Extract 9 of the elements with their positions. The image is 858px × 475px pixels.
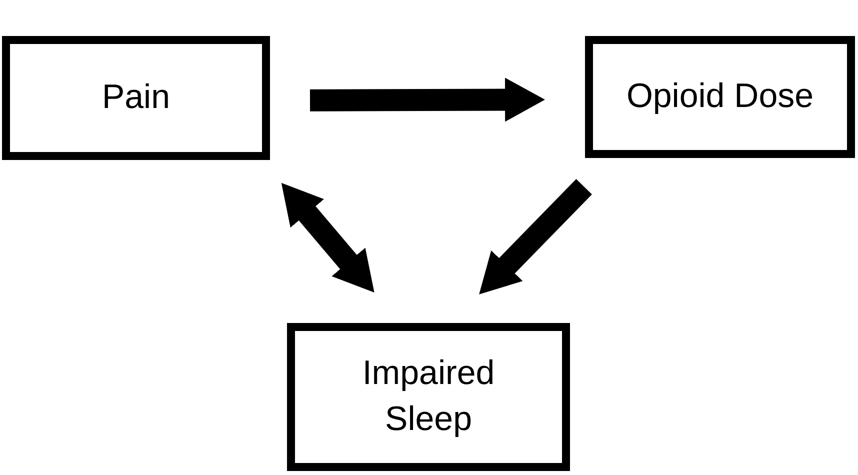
process-box [2, 36, 270, 160]
node-label: Impaired Sleep [361, 353, 496, 440]
arrow [281, 182, 374, 292]
node-label: Pain [102, 77, 170, 118]
process-box [585, 36, 855, 158]
process-box [287, 323, 570, 471]
arrow [479, 178, 592, 294]
arrow [310, 78, 545, 122]
node-label: Opioid Dose [626, 76, 814, 118]
